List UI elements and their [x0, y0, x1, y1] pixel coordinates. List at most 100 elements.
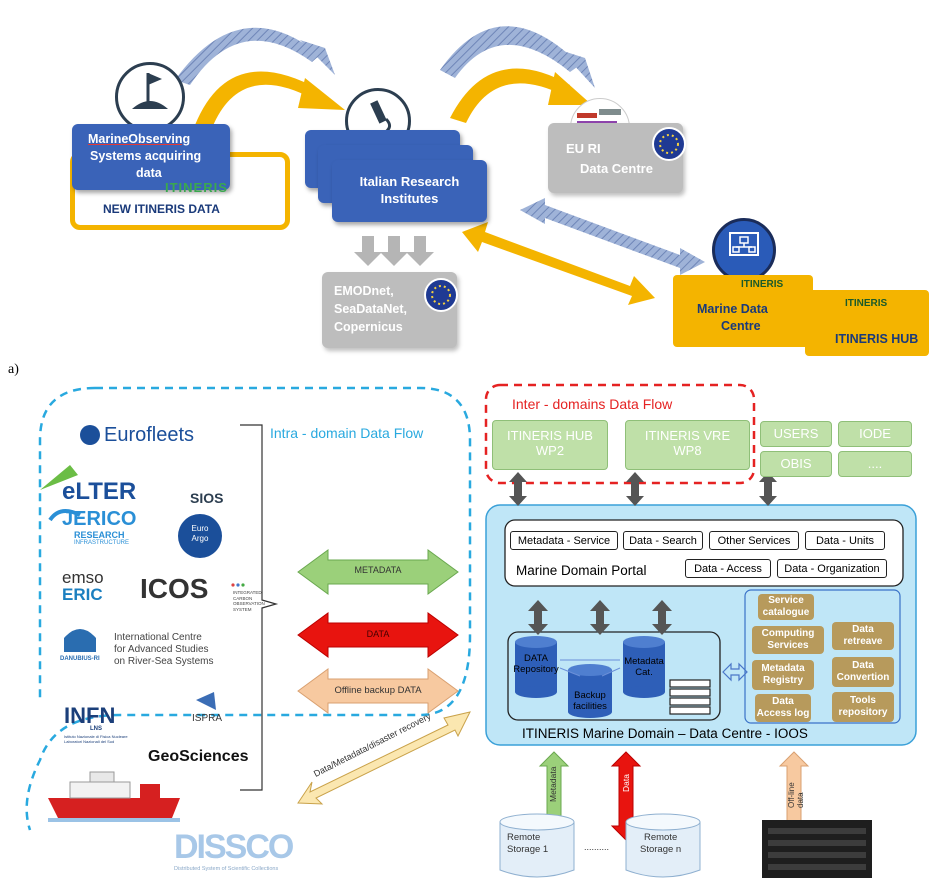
backup-cylinder — [568, 664, 612, 718]
icos-logo: ICOS — [140, 573, 209, 604]
danubius-line2: for Advanced Studies — [114, 644, 209, 655]
metadata-cat-cylinder — [623, 636, 665, 698]
itineris-hub-wp2-box: ITINERIS HUB WP2 — [492, 420, 608, 470]
emodnet-line2: SeaDataNet, — [334, 302, 407, 316]
tag-data-access: Data - Access — [685, 559, 771, 578]
metadata-registry-line2: Registry — [762, 675, 803, 686]
dissco-logo: DISSCO — [174, 828, 294, 866]
flow-arrow-2-back — [440, 26, 580, 78]
marine-data-centre-line1: Marine Data — [697, 302, 768, 316]
storage-1-line2: Storage 1 — [507, 844, 549, 855]
computing-services-line1: Computing — [761, 628, 815, 639]
services-link-arrow — [722, 662, 748, 682]
emso-eric-logo: ERIC — [62, 585, 103, 604]
sios-logo: SIOS — [190, 490, 224, 506]
lns-logo: LNS — [90, 726, 102, 732]
storage-1-label: Remote Storage 1 — [507, 832, 548, 856]
data-retreave-line2: retreave — [843, 636, 883, 647]
backup-label: Backup facilities — [566, 690, 614, 712]
danubius-text: International Centre for Advanced Studie… — [114, 632, 213, 668]
italian-institutes-box: Italian Research Institutes — [332, 160, 487, 222]
intra-domain-title: Intra - domain Data Flow — [270, 425, 424, 441]
storage-ellipsis: .......... — [584, 842, 610, 852]
icos-sub-line4: SYSTEM — [233, 606, 252, 612]
tools-repository-line2: repository — [838, 707, 888, 718]
storage-1-line1: Remote — [507, 832, 541, 843]
euro-argo-line1: Euro — [191, 524, 209, 533]
eu-ri-line2: Data Centre — [580, 161, 653, 176]
repo-link-arrows — [559, 659, 621, 677]
data-convertion-line1: Data — [852, 660, 874, 671]
data-repository-label: DATA Repository — [513, 653, 559, 675]
flow-arrow-eu-marine — [520, 198, 705, 275]
down-arrows — [354, 236, 434, 266]
flow-arrow-2-head — [548, 72, 592, 105]
flow-arrow-2-back-head — [560, 50, 595, 88]
danubius-line3: on River-Sea Systems — [114, 656, 214, 667]
metadata-arrow — [297, 549, 459, 595]
jerico-logo-sub2: INFRASTRUCTURE — [74, 540, 129, 546]
network-icon — [712, 218, 776, 282]
geosciences-logo: GeoSciences — [148, 748, 249, 765]
metadata-flow-label: METADATA — [354, 565, 402, 575]
more-box: .... — [838, 451, 912, 477]
flow-arrow-1-back-head — [300, 40, 335, 75]
elter-mark — [40, 465, 78, 490]
icos-logo-sub: INTEGRATED CARBON OBSERVATION SYSTEM — [233, 590, 265, 612]
danubius-mark — [64, 629, 96, 652]
storage-n-line1: Remote — [643, 832, 678, 843]
new-itineris-data-label: NEW ITINERIS DATA — [103, 202, 220, 216]
marine-data-centre-box: ITINERIS Marine Data Centre — [673, 275, 813, 347]
marine-observing-line2: Systems acquiring — [90, 149, 202, 163]
tag-data-units: Data - Units — [805, 531, 885, 550]
service-catalogue-line2: catalogue — [762, 607, 810, 618]
flow-arrow-2 — [450, 68, 570, 123]
obis-box: OBIS — [760, 451, 832, 477]
italian-institutes-line1: Italian Research — [359, 174, 460, 189]
data-convertion-line2: Convertion — [836, 672, 890, 683]
research-ship-icon — [48, 771, 180, 822]
flow-arrow-1-head — [298, 78, 345, 110]
storage-n-label: Remote Storage n — [640, 832, 681, 856]
itineris-hub-box: ITINERIS ITINERIS HUB — [805, 290, 929, 356]
server-icon — [669, 679, 711, 715]
offline-storage-line1: Off-line — [787, 782, 796, 808]
backup-line1: Backup — [574, 690, 606, 701]
euro-argo-badge — [178, 514, 222, 558]
ispra-logo: ISPRA — [192, 713, 223, 724]
infn-logo: INFN — [64, 703, 116, 728]
data-arrow — [297, 612, 459, 658]
icos-dots — [231, 583, 245, 587]
metadata-cat-line2: Cat. — [635, 667, 653, 678]
emodnet-line3: Copernicus — [334, 320, 403, 334]
euro-argo-logo: Euro Argo — [186, 524, 214, 544]
top-double-arrows — [509, 472, 777, 506]
data-storage-label: Data — [621, 774, 631, 792]
computing-services-line2: Services — [767, 640, 809, 651]
portal-title: Marine Domain Portal — [516, 563, 647, 578]
data-access-log-line2: Access log — [756, 708, 810, 719]
marine-observing-box: MarineObserving Systems acquiring data — [72, 124, 230, 190]
iode-box: IODE — [838, 421, 912, 447]
flow-arrow-1-back — [175, 27, 320, 85]
metadata-cat-line1: Metadata — [624, 656, 664, 667]
infn-logo-sub: Istituto Nazionale di Fisica Nucleare La… — [64, 734, 128, 744]
data-retreave-line1: Data — [852, 624, 874, 635]
infn-sub-line1: Istituto Nazionale di Fisica Nucleare — [64, 734, 128, 739]
marine-observing-line3: data — [136, 166, 162, 180]
itineris-vre-wp8-line2: WP8 — [673, 443, 702, 458]
itineris-logo-3: ITINERIS — [845, 298, 888, 309]
eu-ri-line1: EU RI — [566, 141, 601, 156]
inter-domain-title: Inter - domains Data Flow — [512, 396, 673, 412]
jerico-logo: JERICO — [62, 508, 137, 530]
eu-flag-icon-2 — [424, 278, 458, 312]
jerico-logo-sub: RESEARCH — [74, 530, 125, 540]
repository-box — [507, 631, 721, 721]
dissco-logo-sub: Distributed System of Scientific Collect… — [174, 866, 279, 872]
server-rack-icon — [762, 820, 872, 878]
